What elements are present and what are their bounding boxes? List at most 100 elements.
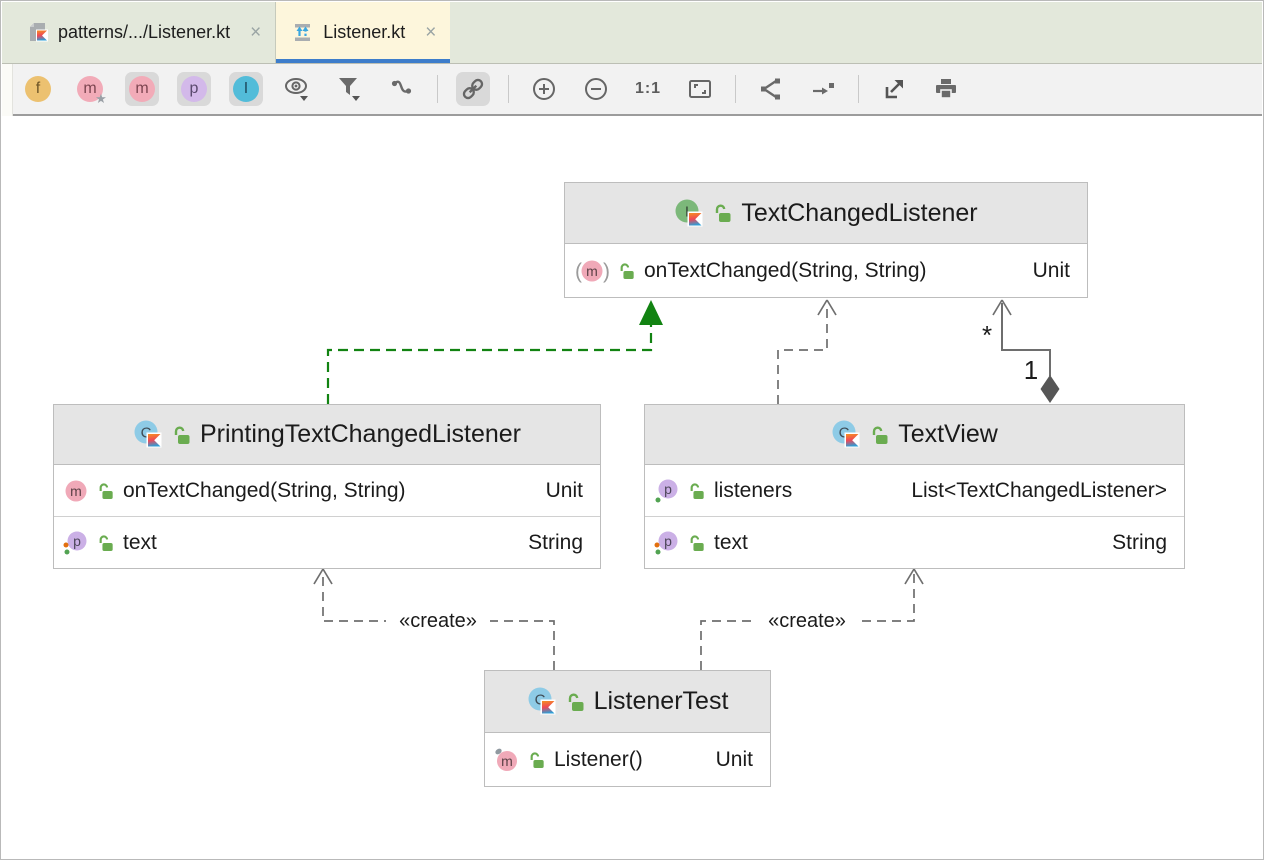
member-row[interactable]: p listeners List<TextChangedListener>: [645, 465, 1184, 516]
tab-close-icon[interactable]: ×: [250, 22, 262, 43]
editor-tab-bar: patterns/.../Listener.kt × Listener.kt ×: [2, 2, 1262, 64]
node-title: ListenerTest: [593, 687, 729, 715]
uml-node-printingtextchangedlistener[interactable]: C PrintingTextChangedListener m onTextCh…: [53, 404, 601, 569]
public-lock-icon: [99, 534, 113, 551]
public-lock-icon: [873, 425, 888, 444]
export-diagram-button[interactable]: [877, 72, 911, 106]
member-name: Listener(): [554, 747, 643, 771]
property-icon: p: [181, 76, 207, 102]
node-title: TextView: [898, 420, 998, 448]
member-row[interactable]: m onTextChanged(String, String) Unit: [54, 465, 600, 516]
zoom-in-button[interactable]: [527, 72, 561, 106]
kotlin-file-icon: [30, 23, 48, 42]
public-lock-icon: [530, 751, 544, 768]
squiggle-edge-icon: [391, 80, 412, 94]
show-properties-toggle[interactable]: p: [177, 72, 211, 106]
member-type: String: [528, 530, 583, 554]
kotlin-class-icon: C: [134, 420, 162, 448]
constructor-icon: m: [77, 76, 103, 102]
printer-icon: [936, 79, 956, 99]
svg-text:p: p: [73, 533, 81, 549]
property-var-icon: p: [63, 531, 87, 554]
member-name: onTextChanged(String, String): [644, 258, 927, 282]
member-row[interactable]: p text String: [645, 516, 1184, 568]
uml-node-listenertest[interactable]: C ListenerTest m Listener() Unit: [484, 670, 771, 787]
tab-patterns-listener-kt[interactable]: patterns/.../Listener.kt ×: [11, 2, 277, 63]
abstract-method-icon: ( m ): [575, 260, 610, 283]
show-dependencies-toggle[interactable]: [456, 72, 490, 106]
toolbar-separator: [858, 75, 859, 103]
tab-listener-kt-diagram[interactable]: Listener.kt ×: [276, 2, 451, 63]
kotlin-interface-icon: I: [675, 199, 703, 226]
svg-text:C: C: [534, 692, 545, 709]
link-icon: [462, 78, 484, 100]
member-name: onTextChanged(String, String): [123, 478, 406, 502]
public-lock-icon: [620, 262, 634, 279]
fit-content-button[interactable]: [683, 72, 717, 106]
member-name: text: [123, 530, 157, 554]
member-type: Unit: [1032, 258, 1070, 282]
tab-label: Listener.kt: [323, 22, 406, 42]
node-header[interactable]: C PrintingTextChangedListener: [54, 405, 600, 465]
tab-label: patterns/.../Listener.kt: [58, 22, 231, 42]
zoom-out-icon: [585, 78, 607, 100]
star-overlay-icon: ★: [95, 91, 107, 106]
print-button[interactable]: [929, 72, 963, 106]
member-type: Unit: [545, 478, 583, 502]
property-val-icon: p: [655, 479, 678, 502]
node-header[interactable]: C ListenerTest: [485, 671, 770, 733]
svg-text:C: C: [839, 425, 850, 442]
field-icon: f: [25, 76, 51, 102]
tab-close-icon[interactable]: ×: [425, 22, 437, 43]
svg-text:I: I: [685, 203, 689, 220]
svg-text:(: (: [575, 260, 582, 283]
svg-text:p: p: [664, 481, 672, 497]
node-title: PrintingTextChangedListener: [199, 420, 522, 448]
method-icon: m: [129, 76, 155, 102]
show-methods-toggle[interactable]: m: [125, 72, 159, 106]
eye-icon: [285, 78, 308, 101]
actual-size-button[interactable]: 1:1: [631, 72, 665, 106]
node-header[interactable]: C TextView: [645, 405, 1184, 465]
member-row[interactable]: ( m ) onTextChanged(String, String) Unit: [565, 244, 1087, 297]
function-icon: m: [495, 748, 517, 771]
member-name: text: [714, 530, 748, 554]
kotlin-class-icon: C: [528, 687, 556, 715]
apply-layout-button[interactable]: [754, 72, 788, 106]
property-var-icon: p: [654, 531, 678, 554]
svg-text:): ): [603, 260, 610, 283]
svg-text:m: m: [501, 753, 513, 769]
uml-node-textchangedlistener[interactable]: I TextChangedListener ( m ) onTextChange…: [564, 182, 1088, 298]
layout-fork-icon: [761, 78, 780, 100]
public-lock-icon: [99, 482, 113, 499]
member-row[interactable]: m Listener() Unit: [485, 733, 770, 786]
zoom-in-icon: [533, 78, 555, 100]
inner-class-icon: I: [233, 76, 259, 102]
show-inner-classes-toggle[interactable]: I: [229, 72, 263, 106]
export-icon: [885, 80, 903, 99]
route-edges-button[interactable]: [806, 72, 840, 106]
member-row[interactable]: p text String: [54, 516, 600, 568]
zoom-out-button[interactable]: [579, 72, 613, 106]
uml-node-textview[interactable]: C TextView p listeners List<TextChangedL…: [644, 404, 1185, 569]
kotlin-class-icon: C: [832, 420, 860, 448]
member-name: listeners: [714, 478, 793, 502]
scope-filter-dropdown[interactable]: [333, 72, 367, 106]
node-title: TextChangedListener: [741, 198, 978, 227]
public-lock-icon: [716, 204, 731, 222]
visibility-level-dropdown[interactable]: [281, 72, 315, 106]
svg-text:C: C: [141, 425, 152, 442]
fit-content-icon: [689, 80, 711, 98]
uml-diagram-icon: [295, 24, 311, 41]
toolbar-separator: [508, 75, 509, 103]
show-fields-toggle[interactable]: f: [21, 72, 55, 106]
svg-text:m: m: [70, 483, 82, 499]
show-constructors-toggle[interactable]: m ★: [73, 72, 107, 106]
actual-size-label: 1:1: [634, 80, 662, 97]
edge-shape-button[interactable]: [385, 72, 419, 106]
public-lock-icon: [568, 692, 584, 711]
node-header[interactable]: I TextChangedListener: [565, 183, 1087, 244]
public-lock-icon: [174, 425, 190, 444]
method-icon: m: [65, 480, 87, 501]
